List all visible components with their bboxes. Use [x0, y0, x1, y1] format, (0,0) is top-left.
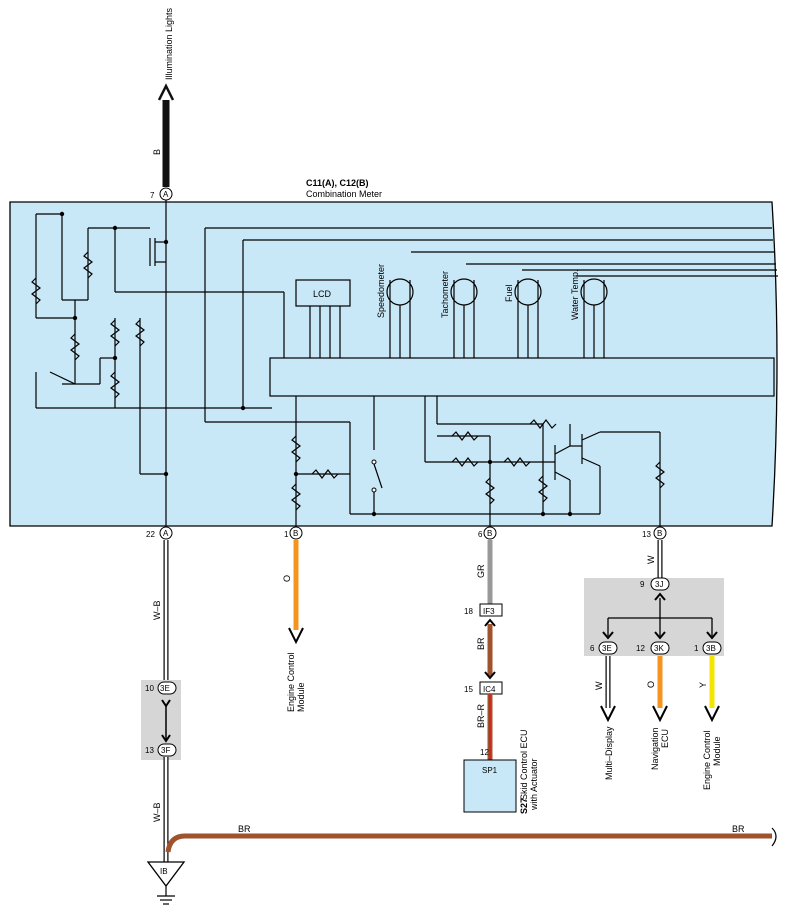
conn-3e-num: 10 — [145, 684, 154, 693]
arrow-down-icon — [600, 705, 616, 723]
ecm1-line1: Engine Control — [286, 652, 296, 712]
conn-3b-id: 3B — [706, 644, 716, 653]
pin1-number: 1 — [284, 530, 289, 539]
lcd-label: LCD — [313, 289, 332, 299]
conn-3f-num: 13 — [145, 746, 154, 755]
conn-3e-branch-num: 6 — [590, 644, 595, 653]
arrow-down-icon — [652, 705, 668, 723]
arrow-down-icon — [704, 705, 720, 723]
chevron-up-icon — [654, 592, 666, 601]
sp1-label: SP1 — [482, 766, 498, 775]
white-wire-13-label: W — [646, 555, 656, 564]
conn-if3-num: 18 — [464, 607, 473, 616]
conn-3j-num: 9 — [640, 580, 645, 589]
nav-line2: ECU — [660, 729, 670, 748]
arrow-down-icon — [288, 627, 304, 645]
brown-wire-label: BR — [476, 637, 486, 650]
meter-title: C11(A), C12(B) — [306, 178, 369, 188]
top-pin-id: A — [163, 190, 169, 199]
conn-3e-top — [157, 681, 177, 695]
br-ground-label-right: BR — [732, 824, 745, 834]
yellow-wire-ecm-label: Y — [698, 682, 708, 688]
gauge-fuel: Fuel — [504, 284, 514, 302]
conn-3k-id: 3K — [654, 644, 664, 653]
conn-3e-branch-id: 3E — [602, 644, 612, 653]
orange-wire-nav-label: O — [646, 681, 656, 688]
br-ground-label-left: BR — [238, 824, 251, 834]
br-ground-wire — [165, 833, 772, 853]
chevron-down-icon — [484, 671, 496, 680]
conn-3j-id: 3J — [655, 580, 663, 589]
conn-3k — [650, 641, 670, 655]
skid-code: S27 — [519, 798, 529, 814]
wb-label-upper: W–B — [152, 600, 162, 620]
conn-3e-id: 3E — [160, 684, 170, 693]
chevron-down-icon — [706, 631, 718, 640]
conn-3b — [702, 641, 722, 655]
top-wire-color: B — [152, 149, 162, 155]
meter-subtitle: Combination Meter — [306, 189, 382, 199]
conn-3f-id: 3F — [161, 746, 170, 755]
conn-3j — [650, 577, 670, 591]
sp1-pin-num: 12 — [480, 748, 489, 757]
conn-if3 — [479, 603, 503, 617]
multi-display-label: Multi–Display — [604, 726, 614, 780]
chevron-down-icon — [161, 734, 171, 743]
skid-line2: with Actuator — [529, 758, 539, 811]
skid-line1: Skid Control ECU — [519, 729, 529, 800]
chevron-up-icon — [484, 618, 496, 627]
ecm2-line2: Module — [712, 736, 722, 766]
conn-if3-id: IF3 — [483, 607, 495, 616]
skid-control-ecu-box — [463, 759, 517, 813]
conn-3f — [157, 743, 177, 757]
pin6-number: 6 — [478, 530, 483, 539]
chevron-down-icon — [602, 631, 614, 640]
top-pin-number: 7 — [150, 191, 155, 200]
ecm1-line2: Module — [296, 682, 306, 712]
pin22-number: 22 — [146, 530, 155, 539]
conn-3e-branch — [598, 641, 618, 655]
chevron-down-icon — [654, 631, 666, 640]
conn-3k-num: 12 — [636, 644, 645, 653]
pin1-id: B — [293, 529, 298, 538]
gauge-speedometer: Speedometer — [376, 264, 386, 318]
top-arrow-icon — [157, 83, 175, 101]
gauge-water-temp: Water Temp. — [570, 269, 580, 320]
orange-wire-label: O — [282, 575, 292, 582]
white-wire-md-label: W — [594, 681, 604, 690]
illumination-label: Illumination Lights — [164, 7, 174, 80]
ground-id: IB — [160, 867, 168, 876]
gray-wire-label: GR — [476, 564, 486, 578]
pin6-id: B — [487, 529, 492, 538]
wb-label-lower: W–B — [152, 802, 162, 822]
conn-ic4-num: 15 — [464, 685, 473, 694]
bottom-pins — [159, 526, 667, 540]
nav-line1: Navigation — [650, 727, 660, 770]
pin13-number: 13 — [642, 530, 651, 539]
pin13-id: B — [657, 529, 662, 538]
internal-circuit — [31, 200, 778, 526]
ground-triangle-icon — [146, 861, 186, 888]
pin22-id: A — [163, 529, 169, 538]
conn-ic4-id: IC4 — [483, 685, 496, 694]
conn-3b-num: 1 — [694, 644, 699, 653]
gauge-tachometer: Tachometer — [440, 271, 450, 318]
brown-red-wire-label: BR–R — [476, 703, 486, 728]
ecm2-line1: Engine Control — [702, 730, 712, 790]
